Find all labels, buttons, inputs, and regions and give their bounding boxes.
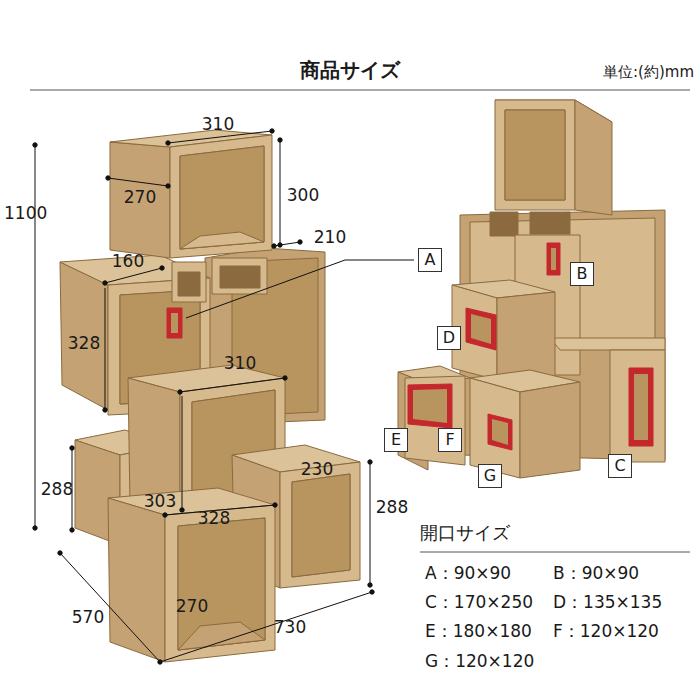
- callout-letter: G: [484, 468, 496, 484]
- callout-letter: D: [443, 330, 455, 346]
- table-cell: C：170×250: [425, 593, 533, 613]
- callout-box: B: [570, 262, 594, 286]
- table-cell: B：90×90: [553, 564, 639, 584]
- dimension: 570: [72, 608, 104, 628]
- callout-letter: C: [614, 458, 625, 474]
- dimension: 160: [112, 252, 144, 272]
- dimension: 1100: [4, 204, 47, 224]
- note: 開口サイズ: [420, 523, 510, 544]
- dimension: 310: [202, 115, 234, 135]
- table-cell: A：90×90: [425, 564, 511, 584]
- dimension: 328: [198, 509, 230, 529]
- dimension: 300: [287, 186, 319, 206]
- callout-box: A: [418, 248, 442, 272]
- callout-box: F: [438, 428, 462, 452]
- dimension: 310: [224, 354, 256, 374]
- dimension: 210: [314, 228, 346, 248]
- table-cell: G：120×120: [425, 652, 534, 672]
- callout-box: G: [478, 464, 502, 488]
- dimension: 303: [144, 492, 176, 512]
- dimension: 730: [274, 618, 306, 638]
- dimension: 328: [68, 334, 100, 354]
- callout-letter: E: [391, 432, 401, 448]
- dimension: 288: [376, 498, 408, 518]
- callout-box: E: [384, 428, 408, 452]
- callout-letter: A: [425, 252, 436, 268]
- callout-letter: B: [577, 266, 588, 282]
- callout-letter: F: [445, 432, 454, 448]
- note: 単位:(約)mm: [603, 64, 694, 81]
- table-cell: F：120×120: [553, 622, 659, 642]
- callout-box: C: [608, 454, 632, 478]
- dimension: 270: [124, 188, 156, 208]
- dimension: 230: [301, 460, 333, 480]
- table-cell: D：135×135: [553, 593, 662, 613]
- table-cell: E：180×180: [425, 622, 532, 642]
- dimension: 288: [41, 480, 73, 500]
- title: 商品サイズ: [300, 59, 400, 82]
- dimension: 270: [176, 597, 208, 617]
- callout-box: D: [437, 326, 461, 350]
